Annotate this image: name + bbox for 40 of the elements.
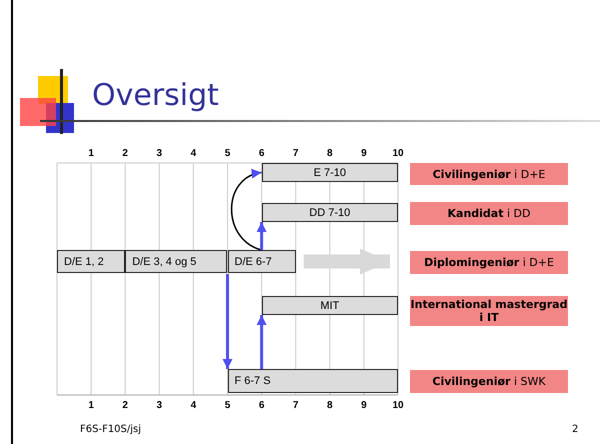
arrow: [256, 315, 267, 369]
course-bar: D/E 3, 4 og 5: [125, 250, 228, 273]
axis-number: 9: [360, 148, 368, 159]
block-arrow: [304, 248, 390, 274]
degree-box: Civilingeniør i SWK: [410, 370, 568, 393]
course-bar: F 6-7 S: [228, 369, 398, 393]
arrow: [222, 274, 232, 369]
axis-number: 10: [391, 400, 405, 411]
axis-number: 1: [87, 148, 95, 159]
axis-number: 2: [121, 400, 129, 411]
axis-number: 7: [292, 400, 300, 411]
axis-number: 4: [190, 148, 198, 159]
axis-number: 2: [121, 148, 129, 159]
course-bar: MIT: [262, 296, 398, 315]
axis-number: 6: [258, 400, 266, 411]
slide-title: Oversigt: [92, 78, 219, 114]
degree-box: Kandidat i DD: [410, 202, 568, 225]
course-bar: D/E 6-7: [228, 250, 296, 273]
axis-number: 4: [190, 400, 198, 411]
page-number: 2: [572, 424, 578, 435]
axis-number: 6: [258, 148, 266, 159]
degree-box: International mastergrad i IT: [410, 296, 568, 326]
axis-number: 5: [224, 148, 232, 159]
course-bar: E 7-10: [262, 163, 398, 182]
axis-number: 3: [156, 400, 164, 411]
curved-arrow: [230, 170, 262, 251]
axis-number: 1: [87, 400, 95, 411]
axis-number: 5: [224, 400, 232, 411]
axis-number: 8: [326, 148, 334, 159]
course-bar: DD 7-10: [262, 203, 398, 222]
axis-number: 3: [156, 148, 164, 159]
footer-text: F6S-F10S/jsj: [80, 424, 142, 435]
axis-number: 7: [292, 148, 300, 159]
arrow: [256, 222, 267, 250]
course-bar: D/E 1, 2: [57, 250, 126, 273]
axis-number: 8: [326, 400, 334, 411]
axis-number: 10: [391, 148, 405, 159]
degree-box: Diplomingeniør i D+E: [410, 251, 568, 274]
degree-box: Civilingeniør i D+E: [410, 163, 568, 185]
axis-number: 9: [360, 400, 368, 411]
